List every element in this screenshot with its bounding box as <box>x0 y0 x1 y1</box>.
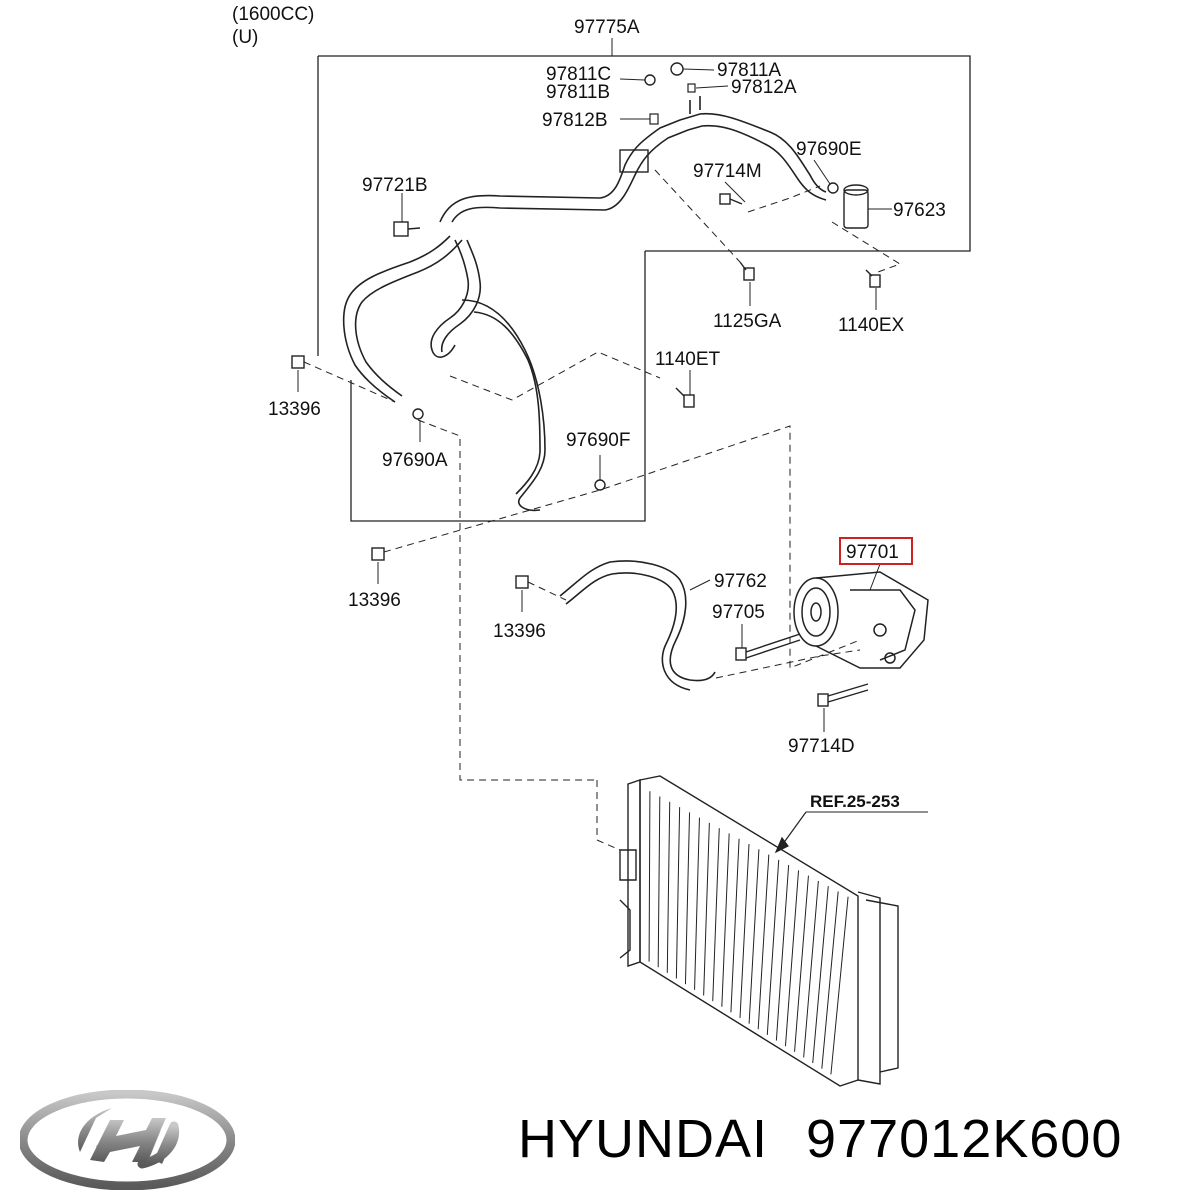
condenser-fin <box>784 870 800 1047</box>
ref-label: REF.25-253 <box>810 792 900 811</box>
condenser-fin <box>748 849 760 1024</box>
o-ring-97811c <box>644 74 656 86</box>
condenser-fin <box>684 812 691 985</box>
label-97714d: 97714D <box>788 736 855 757</box>
label-1140ex: 1140EX <box>838 315 905 336</box>
label-97721b: 97721B <box>362 175 428 196</box>
label-97690f: 97690F <box>566 430 630 451</box>
assembly-box-lower <box>350 251 646 522</box>
valve-core-97812b <box>649 113 659 125</box>
nut-13396-lower <box>515 575 529 589</box>
label-1140et: 1140ET <box>655 349 721 370</box>
leader-lines <box>297 68 892 732</box>
bolt-1140ex <box>865 269 881 288</box>
condenser-fins <box>648 791 849 1075</box>
condenser-fin <box>821 891 839 1069</box>
ref-arrow <box>774 811 807 854</box>
condenser-fin <box>666 801 671 973</box>
condenser-fin <box>694 817 700 990</box>
label-13396-middle: 13396 <box>348 590 401 611</box>
o-ring-97690e <box>827 182 839 194</box>
label-97811b: 97811B <box>546 82 610 103</box>
o-ring-97690a <box>412 408 424 420</box>
label-97705: 97705 <box>712 602 765 623</box>
condenser-fin <box>657 796 661 968</box>
engine-label: (1600CC) <box>232 4 314 25</box>
condenser-fin <box>703 822 710 996</box>
bolt-97714m <box>719 193 743 205</box>
label-97701: 97701 <box>846 542 899 563</box>
receiver-drier-97623 <box>843 184 869 229</box>
highlight-box-97701 <box>839 537 913 565</box>
condenser-fin <box>675 807 681 979</box>
switch-97721b <box>393 221 421 237</box>
label-97714m: 97714M <box>693 161 762 182</box>
condenser-fin <box>794 875 809 1052</box>
label-97623: 97623 <box>893 200 946 221</box>
label-97812b: 97812B <box>542 110 608 131</box>
condenser-fin <box>648 791 651 962</box>
valve-core-97812a <box>687 83 696 93</box>
bolt-1140et <box>675 387 695 408</box>
condenser-fin <box>712 828 720 1002</box>
condenser-fin <box>766 859 780 1035</box>
nut-13396-middle <box>371 547 385 561</box>
condenser-fin <box>757 854 770 1030</box>
label-13396-lower: 13396 <box>493 621 546 642</box>
footer-part-caption: HYUNDAI 977012K600 <box>518 1108 1122 1170</box>
compressor-97701 <box>793 571 929 669</box>
label-97690a: 97690A <box>382 450 448 471</box>
nut-13396-upper <box>291 355 305 369</box>
suction-line-hose <box>342 235 546 512</box>
discharge-hose-97762 <box>559 560 716 691</box>
label-13396-upper: 13396 <box>268 399 321 420</box>
label-97762: 97762 <box>714 571 767 592</box>
condenser-fin <box>721 833 730 1007</box>
condenser-fin <box>739 843 750 1019</box>
condenser-fin <box>812 886 829 1064</box>
hyundai-logo-icon <box>20 1090 235 1190</box>
condenser-fin <box>730 838 740 1013</box>
condenser-fin <box>830 896 849 1075</box>
part-number: 977012K600 <box>806 1109 1123 1169</box>
assembly-box-upper <box>318 55 971 252</box>
label-97811c: 97811C <box>546 64 611 85</box>
label-97690e: 97690E <box>796 139 862 160</box>
label-97811a: 97811A <box>717 60 781 81</box>
label-1125ga: 1125GA <box>713 311 782 332</box>
variant-label: (U) <box>232 27 258 48</box>
label-97812a: 97812A <box>731 77 797 98</box>
liquid-line-hose <box>439 96 827 223</box>
condenser-fin <box>803 880 819 1058</box>
brand-name: HYUNDAI <box>518 1109 769 1169</box>
bolt-97714d <box>817 683 869 707</box>
bracket-fitting <box>619 149 649 173</box>
condenser-assembly <box>619 775 899 1087</box>
bolt-1125ga <box>739 261 755 281</box>
condenser-fin <box>775 865 790 1041</box>
bolt-97705 <box>735 633 801 661</box>
cap-97811a <box>670 62 684 76</box>
label-97775a: 97775A <box>574 17 640 38</box>
dashed-leader-lines <box>303 169 902 851</box>
